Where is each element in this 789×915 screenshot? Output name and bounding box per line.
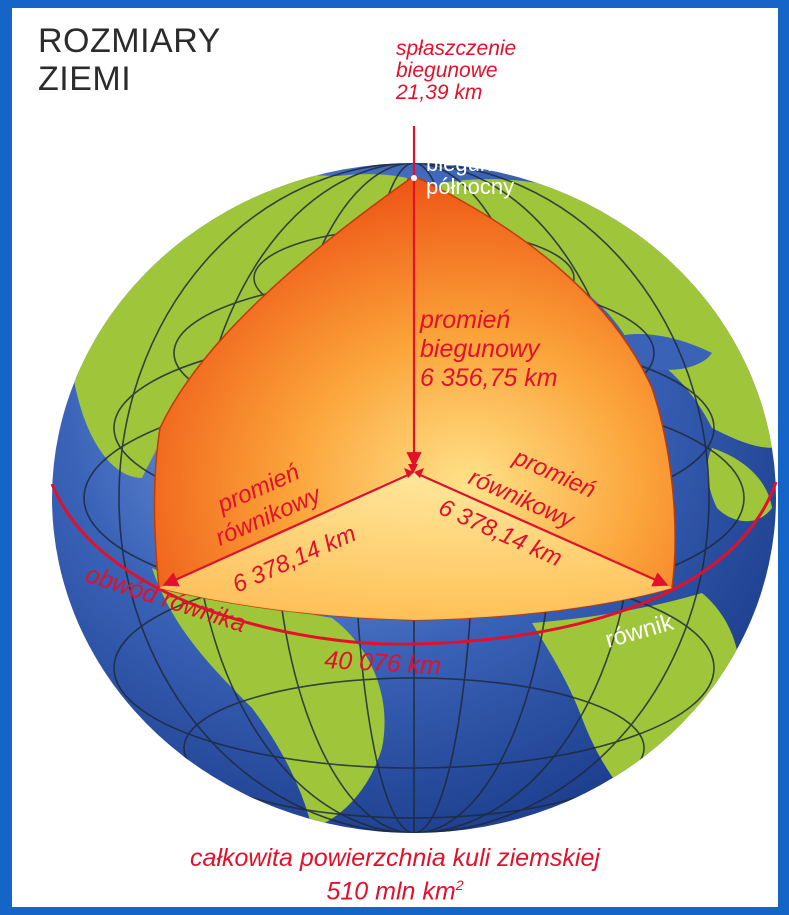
surface-value-wrap: 510 mln km2 <box>12 877 778 906</box>
polar-radius-label: promień biegunowy 6 356,75 km <box>420 306 558 392</box>
polar-flattening-value: 21,39 km <box>396 81 483 105</box>
north-pole-line1: biegun <box>426 151 493 176</box>
equator-line <box>50 481 778 646</box>
polar-radius-line1: promień <box>420 306 511 334</box>
title-line-1: ROZMIARY <box>38 22 221 60</box>
circumference-value: 40 076 km <box>324 646 442 680</box>
north-pole-label: biegun północny <box>426 152 514 198</box>
surface-value: 510 mln km <box>326 877 456 906</box>
arabia-shape <box>707 448 772 522</box>
diagram-panel: promień równikowy 6 378,14 km promień ró… <box>12 8 778 907</box>
polar-flattening-label: spłaszczenie biegunowe 21,39 km <box>396 37 517 105</box>
polar-flattening-line1: spłaszczenie <box>396 37 517 60</box>
polar-radius-value: 6 356,75 km <box>420 363 558 392</box>
surface-area-block: całkowita powierzchnia kuli ziemskiej 51… <box>12 844 778 906</box>
surface-caption: całkowita powierzchnia kuli ziemskiej <box>190 844 600 872</box>
polar-radius-line2: biegunowy <box>420 334 540 363</box>
equatorial-radius-right-arrow <box>417 472 669 587</box>
surface-unit-exponent: 2 <box>455 877 464 893</box>
north-pole-marker <box>411 175 417 181</box>
north-pole-line2: północny <box>426 174 515 200</box>
equatorial-radius-left-arrow <box>162 472 411 587</box>
title-line-2: ZIEMI <box>38 60 132 98</box>
polar-flattening-line2: biegunowe <box>396 59 498 83</box>
center-arrowheads <box>404 464 424 478</box>
earth-diagram: promień równikowy 6 378,14 km promień ró… <box>50 126 778 833</box>
core-bottom-face <box>159 470 672 620</box>
